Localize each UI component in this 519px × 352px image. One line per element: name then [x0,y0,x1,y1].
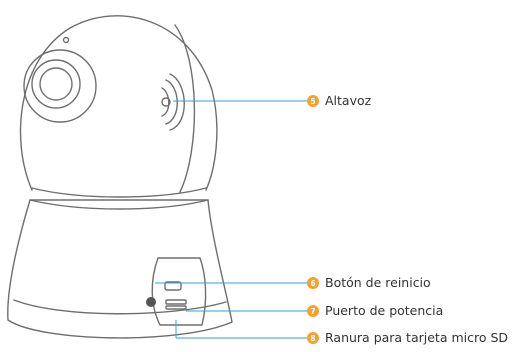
badge-8 [307,332,319,344]
badge-8-number: 8 [310,334,315,343]
callout-label-power: Puerto de potencia [325,303,444,318]
badge-5-number: 5 [310,97,315,106]
power-port [164,281,182,291]
camera-base-seam [13,299,227,315]
camera-base-rim [29,199,209,210]
light-sensor [62,36,70,44]
sd-slot [165,299,187,305]
lens-mid [31,59,81,109]
callout-label-reset: Botón de reinicio [325,275,431,290]
callout-label-speaker: Altavoz [325,93,372,108]
lens-outer [23,49,97,123]
badge-7 [307,305,319,317]
camera-head-outline [19,15,218,191]
speaker-groove-3 [169,73,185,131]
camera-neck-ring [31,187,207,198]
lens-inner [39,67,73,101]
speaker-hole [161,97,171,107]
camera-base-outline [7,199,233,339]
reset-button [146,297,156,307]
callout-label-sd: Ranura para tarjeta micro SD [325,330,509,345]
sd-slot-2 [165,305,187,310]
camera-head-seam [174,24,196,193]
badge-5 [307,95,319,107]
badge-7-number: 7 [310,307,315,316]
badge-6-number: 6 [310,279,315,288]
rear-panel [151,257,207,326]
badge-6 [307,277,319,289]
speaker-groove-1 [161,87,170,117]
speaker-groove-2 [165,79,178,125]
